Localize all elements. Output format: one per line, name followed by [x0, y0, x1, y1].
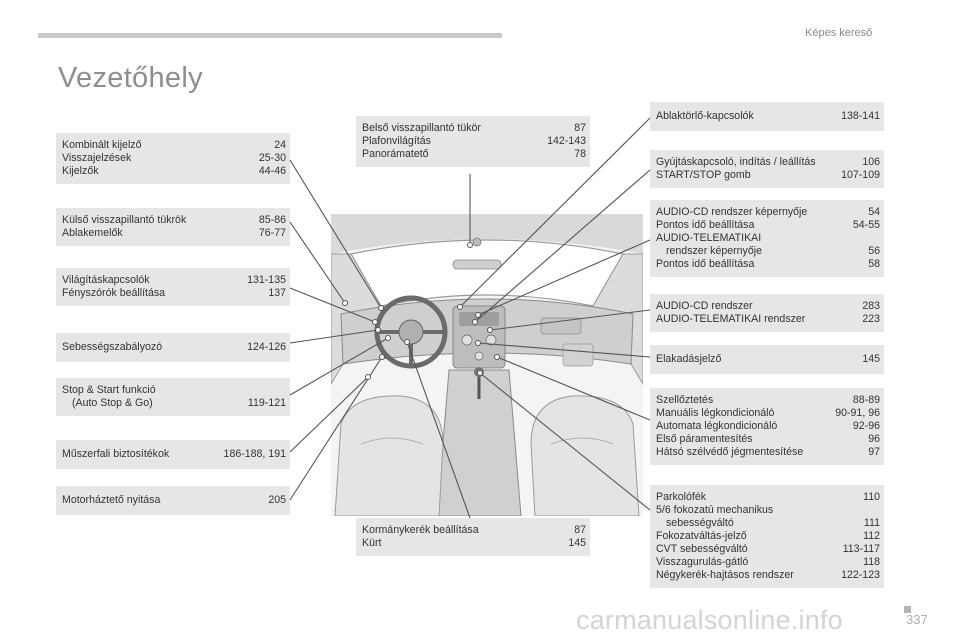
index-row: Stop & Start funkció [62, 384, 156, 396]
page-number: 337 [906, 612, 928, 627]
index-row: AUDIO-TELEMATIKAI [656, 232, 762, 244]
index-row: 5/6 fokozatú mechanikus [656, 504, 774, 516]
header-bar [38, 33, 502, 38]
page-marker [904, 606, 911, 613]
watermark: carmanualsonline.info [576, 605, 843, 635]
car-interior-drawing [331, 214, 643, 516]
box-stop-start[interactable]: Stop & Start funkció (Auto Stop & Go)119… [56, 378, 290, 416]
dashboard-illustration [331, 214, 643, 516]
index-row: (Auto Stop & Go)119-121 [72, 397, 286, 409]
page-title: Vezetőhely [58, 62, 203, 94]
section-title: Képes kereső [805, 27, 873, 39]
